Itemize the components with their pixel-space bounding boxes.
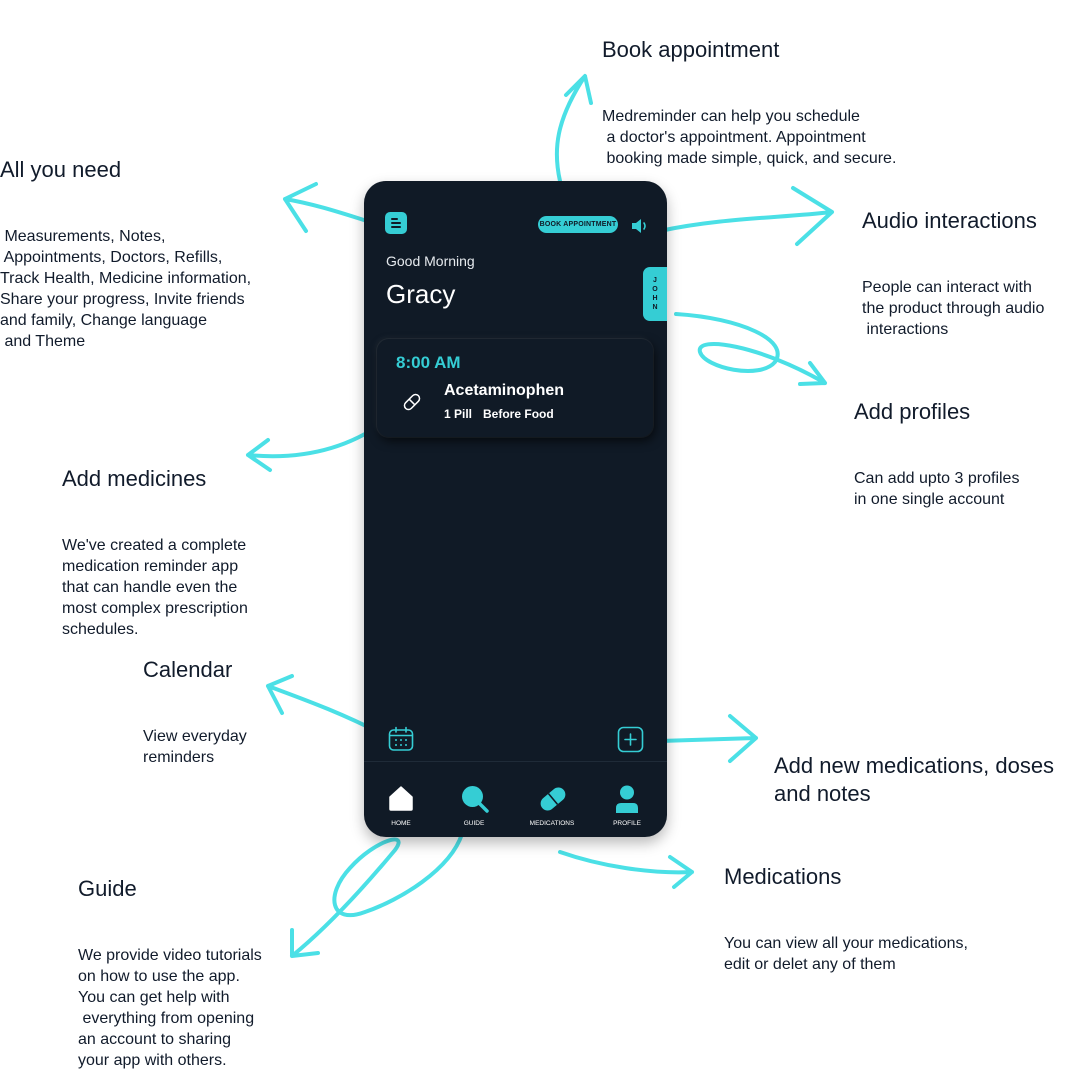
user-icon — [616, 785, 638, 813]
profile-tab-letter: N — [652, 304, 658, 311]
annotation-add-new: Add new medications, doses and notes — [774, 716, 1054, 826]
medicine-details: 1 Pill Before Food — [444, 407, 554, 421]
annotation-title: Add new medications, doses and notes — [774, 753, 1055, 806]
annotation-title: Calendar — [143, 657, 233, 682]
search-icon — [462, 786, 489, 813]
arrow-medications — [558, 850, 694, 889]
nav-divider — [364, 761, 667, 762]
annotation-body: Can add upto 3 profiles in one single ac… — [854, 470, 1020, 508]
annotation-body: We provide video tutorials on how to use… — [78, 947, 262, 1069]
timing-text: Before Food — [483, 407, 554, 421]
nav-medications[interactable]: MEDICATIONS — [516, 785, 588, 831]
arrow-add-new — [658, 714, 758, 763]
annotation-body: You can view all your medications, edit … — [724, 935, 968, 973]
book-appointment-button[interactable]: BOOK APPOINTMENT — [538, 216, 618, 233]
arrow-guide — [290, 832, 464, 958]
annotation-title: Book appointment — [602, 37, 780, 62]
annotation-body: We've created a complete medication remi… — [62, 537, 248, 638]
annotation-body: People can interact with the product thr… — [862, 279, 1045, 338]
nav-label: MEDICATIONS — [529, 820, 575, 827]
nav-label: PROFILE — [613, 820, 641, 827]
medicine-name: Acetaminophen — [444, 382, 565, 399]
menu-icon[interactable] — [385, 212, 407, 234]
nav-home[interactable]: HOME — [365, 785, 437, 831]
greeting-text: Good Morning — [386, 253, 475, 269]
calendar-icon[interactable] — [388, 726, 414, 752]
profile-tab-letter: O — [652, 286, 658, 293]
annotation-title: Add profiles — [854, 399, 971, 424]
annotation-body: Measurements, Notes, Appointments, Docto… — [0, 228, 252, 350]
arrow-audio — [658, 186, 834, 246]
annotation-title: Add medicines — [62, 466, 207, 491]
annotation-add-medicines: Add medicines We've created a complete m… — [62, 429, 248, 658]
annotation-title: Audio interactions — [862, 208, 1037, 233]
annotation-medications: Medications You can view all your medica… — [724, 827, 968, 993]
annotation-book-appointment: Book appointment Medreminder can help yo… — [602, 0, 896, 187]
pill-icon — [403, 393, 421, 411]
home-icon — [389, 786, 413, 811]
add-icon[interactable] — [617, 726, 644, 753]
annotation-body: Medreminder can help you schedule a doct… — [602, 108, 897, 167]
profile-switcher-tab[interactable]: J O H N — [643, 267, 667, 321]
arrow-profiles — [674, 312, 827, 386]
annotation-body: View everyday reminders — [143, 728, 247, 766]
phone-screen: BOOK APPOINTMENT Good Morning Gracy J O … — [364, 181, 667, 837]
nav-guide[interactable]: GUIDE — [438, 785, 510, 831]
nav-label: HOME — [391, 820, 411, 827]
annotation-title: Medications — [724, 864, 842, 889]
nav-label: GUIDE — [463, 820, 485, 827]
profile-tab-letter: H — [652, 295, 658, 302]
speaker-icon[interactable] — [630, 217, 650, 235]
user-name: Gracy — [386, 279, 456, 309]
annotation-guide: Guide We provide video tutorials on how … — [78, 839, 262, 1089]
profile-tab-letter: J — [653, 277, 657, 284]
annotation-title: Guide — [78, 876, 137, 901]
annotation-calendar: Calendar View everyday reminders — [143, 620, 247, 786]
annotation-add-profiles: Add profiles Can add upto 3 profiles in … — [854, 362, 1019, 528]
reminder-card[interactable]: 8:00 AM Acetaminophen 1 Pill Before Food — [377, 339, 653, 437]
annotation-audio: Audio interactions People can interact w… — [862, 171, 1044, 358]
reminder-time: 8:00 AM — [396, 353, 461, 372]
pill-icon — [540, 787, 566, 811]
annotation-title: All you need — [0, 157, 122, 182]
dose-text: 1 Pill — [444, 407, 473, 421]
annotation-all-you-need: All you need Measurements, Notes, Appoin… — [0, 120, 251, 370]
arrow-book-appointment — [554, 74, 593, 183]
nav-profile[interactable]: PROFILE — [591, 785, 663, 831]
